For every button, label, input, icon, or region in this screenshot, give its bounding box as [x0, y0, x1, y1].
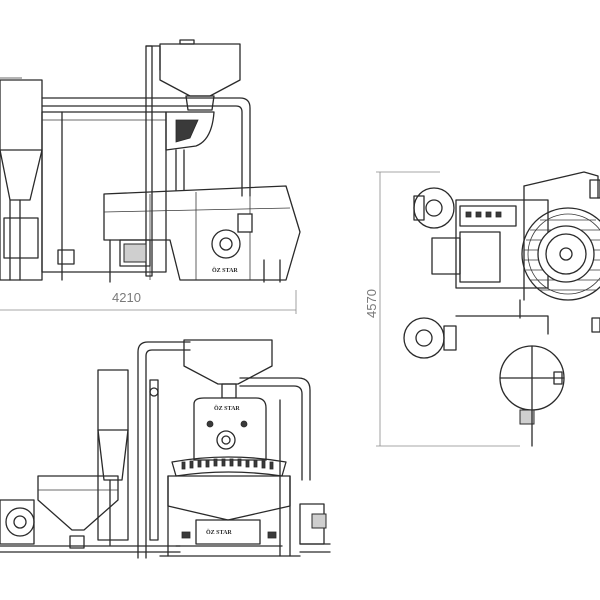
- plan-second-cyclone: [403, 317, 445, 359]
- front-exhaust-pipe: [239, 377, 311, 481]
- front-tray-perforation: [181, 458, 274, 470]
- side-elevation-view: ÖZ STAR 4210: [0, 39, 301, 314]
- side-fan: [211, 229, 241, 259]
- front-lower-body: [167, 475, 291, 521]
- front-roaster-drum: [193, 397, 267, 461]
- plan-view: 4570: [364, 171, 600, 447]
- side-cooling-tray: [103, 185, 301, 281]
- side-motor: [119, 239, 151, 267]
- plan-depth-label: 4570: [364, 289, 379, 318]
- front-cooler-hopper: [37, 475, 119, 531]
- front-base-cabinet: [195, 519, 261, 545]
- front-feed-hopper: [183, 339, 273, 385]
- front-elevator: [149, 379, 159, 541]
- side-brand-label: ÖZ STAR: [212, 267, 238, 274]
- front-drum-label: ÖZ STAR: [214, 405, 240, 412]
- front-silo: [97, 369, 129, 541]
- side-silo-hopper: [0, 149, 43, 201]
- front-cyclone: [5, 507, 35, 537]
- plan-cooling-tray: [521, 207, 600, 301]
- front-vertical-pipe: [137, 341, 191, 559]
- side-elevator: [145, 45, 153, 277]
- side-roaster-drum: [165, 111, 215, 151]
- front-elevation-view: ÖZ STAR ÖZ STAR: [0, 339, 331, 559]
- front-drum-door: [216, 430, 236, 450]
- side-feed-hopper: [159, 43, 241, 97]
- plan-cyclone-top: [413, 187, 455, 229]
- plan-control-panel: [459, 205, 517, 227]
- front-base-label: ÖZ STAR: [206, 529, 232, 536]
- side-width-label: 4210: [112, 290, 141, 305]
- side-top-pipe: [41, 97, 251, 197]
- side-body-frame: [41, 111, 167, 273]
